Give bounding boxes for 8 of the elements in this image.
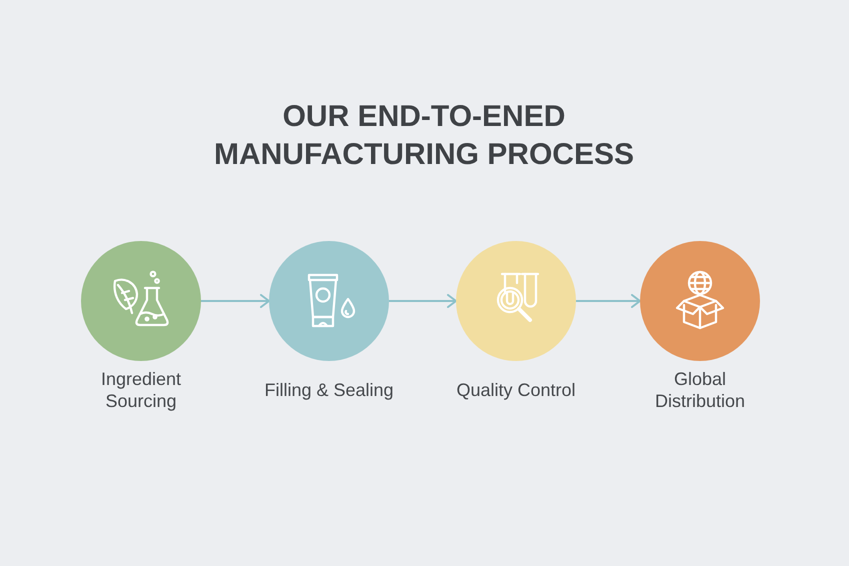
step-label: Global Distribution [654, 368, 746, 412]
arrow [576, 294, 641, 308]
step-label: Filling & Sealing [264, 379, 394, 401]
arrow [201, 294, 270, 308]
step-label: Ingredient Sourcing [100, 368, 182, 412]
arrow [389, 294, 457, 308]
title: OUR END-TO-ENED MANUFACTURING PROCESS [212, 99, 635, 173]
step-label: Quality Control [456, 379, 576, 401]
